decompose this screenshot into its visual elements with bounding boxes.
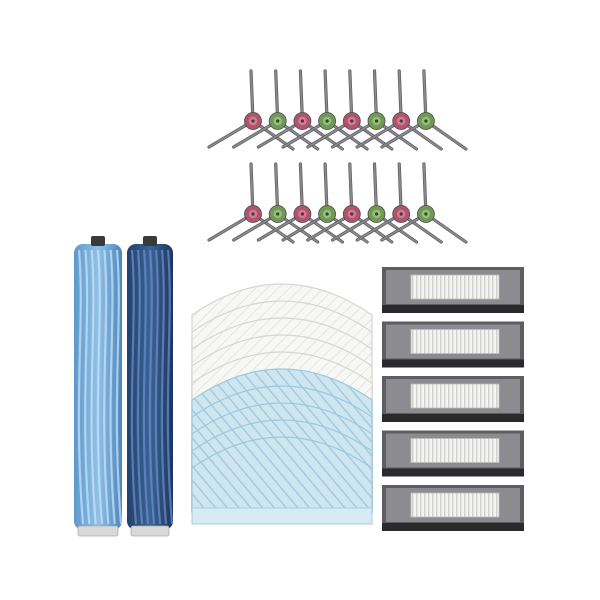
filter-media: [410, 492, 500, 518]
side-brush: [281, 69, 369, 151]
filter-media: [410, 329, 500, 354]
hepa-filter: [382, 376, 524, 422]
side-brush: [355, 69, 443, 151]
mop-pad-base: [191, 507, 373, 525]
blue-mop-pad: [191, 436, 373, 513]
side-brush: [355, 162, 443, 244]
hepa-filter: [382, 485, 524, 531]
side-brush-group: [207, 69, 468, 244]
filter-media: [410, 274, 500, 300]
hepa-filter: [382, 430, 524, 477]
mop-pad-group: [191, 283, 373, 525]
side-brush: [330, 69, 419, 151]
light-blue-main-roller: [74, 236, 123, 537]
side-brush: [330, 162, 419, 244]
dark-blue-main-roller: [127, 236, 174, 537]
filter-media: [410, 438, 500, 463]
filter-media: [410, 383, 500, 409]
main-roller-group: [74, 236, 174, 537]
hepa-filter: [382, 267, 524, 313]
hepa-filter-group: [382, 267, 524, 531]
side-brush: [380, 69, 468, 151]
side-brush: [306, 69, 394, 151]
side-brush: [207, 69, 295, 151]
side-brush: [380, 162, 468, 244]
hepa-filter: [382, 321, 524, 368]
